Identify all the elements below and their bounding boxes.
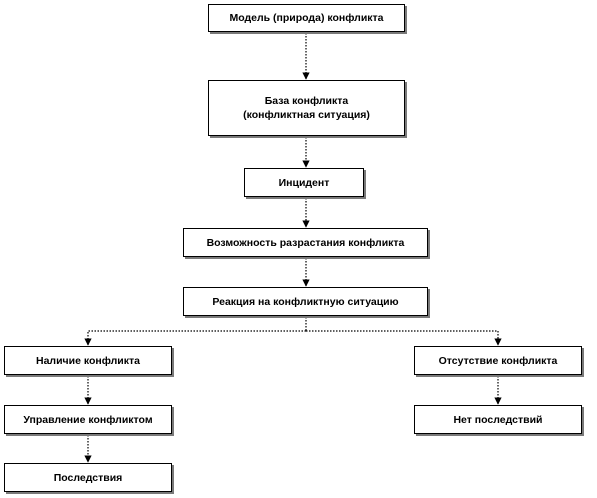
node-conflict-presence: Наличие конфликта xyxy=(4,346,172,375)
node-escalation-possibility: Возможность разрастания конфликта xyxy=(183,228,428,257)
node-reaction: Реакция на конфликтную ситуацию xyxy=(183,287,428,316)
node-conflict-management: Управление конфликтом xyxy=(4,405,172,434)
edge-reaction-presence xyxy=(84,330,306,346)
node-conflict-absence: Отсутствие конфликта xyxy=(414,346,582,375)
node-no-consequences: Нет последствий xyxy=(414,405,582,434)
edge-reaction-absence xyxy=(306,330,502,346)
node-conflict-base: База конфликта (конфликтная ситуация) xyxy=(208,80,405,136)
node-conflict-model: Модель (природа) конфликта xyxy=(208,4,405,32)
node-incident: Инцидент xyxy=(244,168,364,197)
node-consequences: Последствия xyxy=(4,463,172,492)
